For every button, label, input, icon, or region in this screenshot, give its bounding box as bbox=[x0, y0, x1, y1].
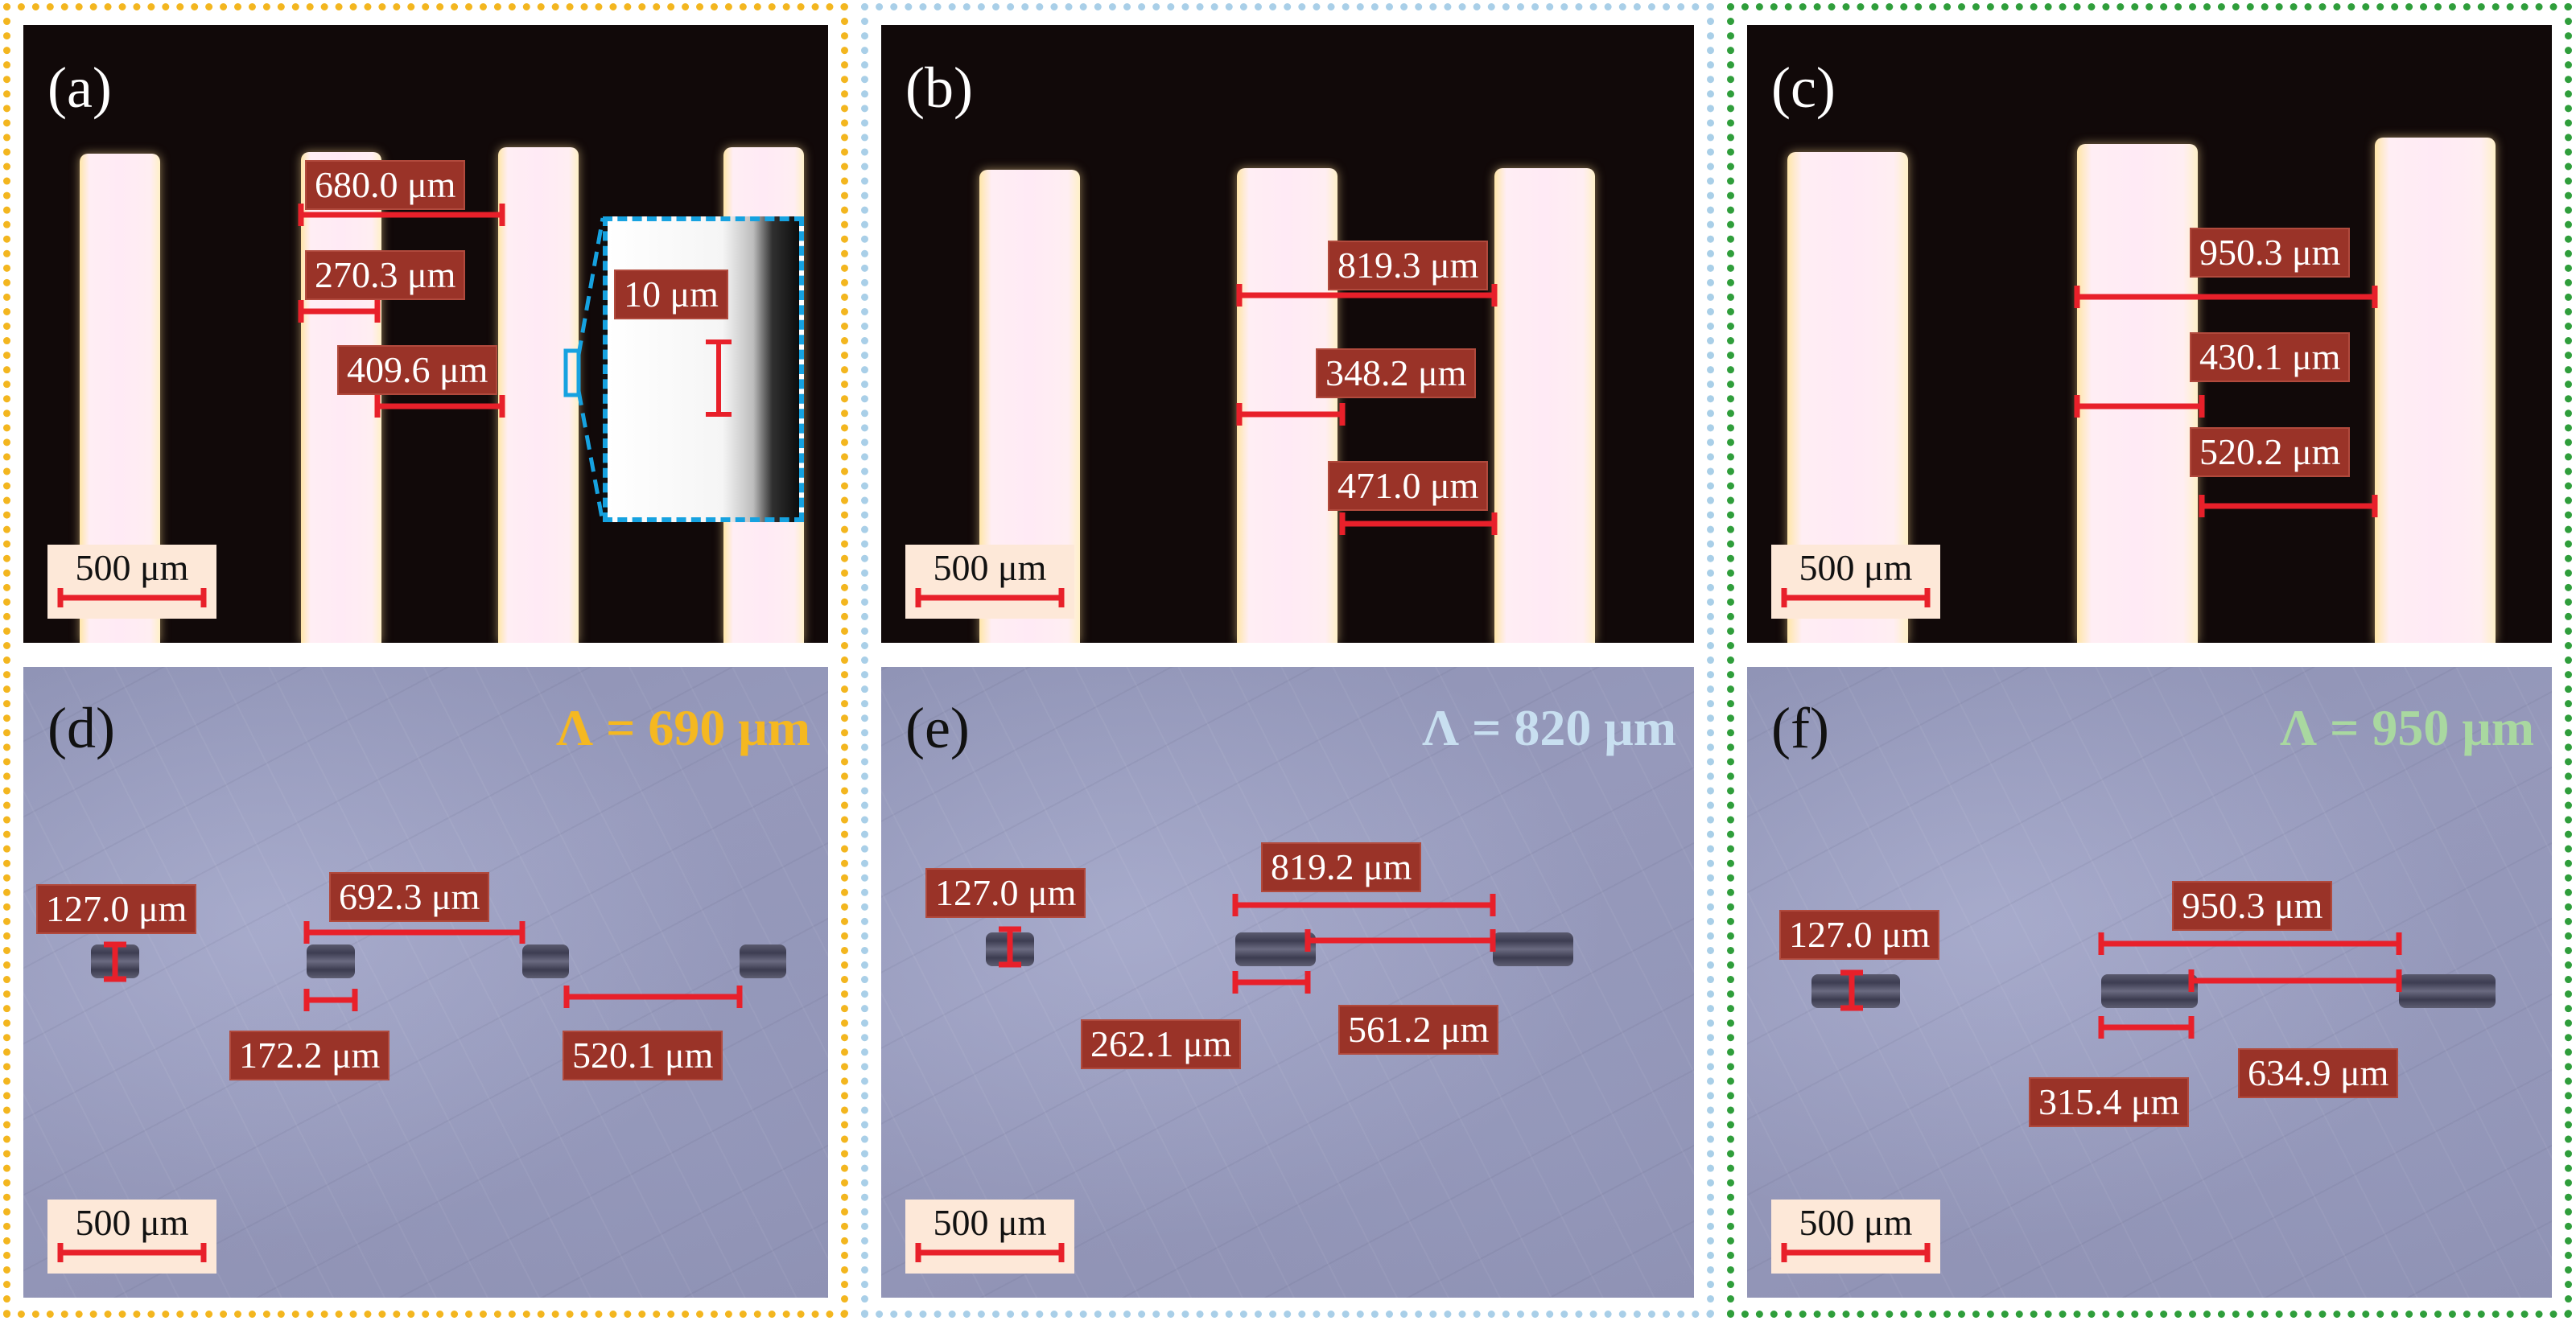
measurement-label: 270.3 μm bbox=[305, 250, 466, 300]
period-label-f: Λ = 950 μm bbox=[2280, 699, 2534, 756]
measurement-lines bbox=[1236, 284, 1498, 535]
panel-label-c: (c) bbox=[1771, 56, 1836, 120]
grating-mark bbox=[1493, 932, 1573, 966]
grating-mark bbox=[2101, 974, 2198, 1008]
grating-mark bbox=[1811, 974, 1900, 1008]
measurement-label: 950.3 μm bbox=[2190, 228, 2351, 278]
measurement-label: 348.2 μm bbox=[1316, 348, 1477, 398]
inset-label: 10 μm bbox=[614, 270, 728, 319]
measurement-label: 819.2 μm bbox=[1261, 842, 1422, 892]
measurement-lines bbox=[2074, 286, 2378, 517]
panel-label-a: (a) bbox=[47, 56, 112, 120]
fiber-image-e: (e) Λ = 820 μm 127.0 μm 819.2 μm 262.1 μ… bbox=[881, 667, 1694, 1298]
scale-bar: 500 μm bbox=[905, 1200, 1074, 1274]
measurement-label: 561.2 μm bbox=[1338, 1005, 1499, 1055]
period-label-e: Λ = 820 μm bbox=[1422, 699, 1676, 756]
measurement-label: 819.3 μm bbox=[1328, 241, 1489, 290]
measurement-label: 315.4 μm bbox=[2029, 1077, 2190, 1127]
grating-mark bbox=[740, 944, 786, 978]
panel-label-b: (b) bbox=[905, 56, 973, 120]
measurement-label: 692.3 μm bbox=[329, 872, 490, 922]
measurement-label: 409.6 μm bbox=[337, 345, 498, 395]
measurement-label: 680.0 μm bbox=[305, 160, 466, 210]
scale-bar: 500 μm bbox=[47, 1200, 216, 1274]
measurement-label: 127.0 μm bbox=[36, 884, 197, 934]
microscope-image-b: (b) 819.3 μm 348.2 μm 471.0 μm 500 μm bbox=[881, 25, 1694, 643]
panel-group-b: (b) 819.3 μm 348.2 μm 471.0 μm 500 μm (e… bbox=[861, 3, 1714, 1318]
measurement-label: 634.9 μm bbox=[2238, 1048, 2399, 1098]
measurement-label: 127.0 μm bbox=[925, 868, 1086, 918]
fiber-image-f: (f) Λ = 950 μm 127.0 μm 950.3 μm 315.4 μ… bbox=[1747, 667, 2552, 1298]
measurement-lines bbox=[999, 894, 1496, 994]
grating-mark bbox=[307, 944, 355, 978]
measurement-label: 127.0 μm bbox=[1779, 910, 1940, 960]
measurement-label: 520.1 μm bbox=[563, 1031, 723, 1080]
scale-bar-label: 500 μm bbox=[933, 547, 1047, 588]
scale-bar-line bbox=[57, 1243, 207, 1262]
inset-scale-marker bbox=[706, 340, 732, 417]
scale-bar-label: 500 μm bbox=[75, 1202, 189, 1243]
fiber-image-d: (d) Λ = 690 μm 127.0 μm 692.3 μm 172.2 μ… bbox=[23, 667, 828, 1298]
scale-bar-line bbox=[1781, 1243, 1931, 1262]
grating-stripe bbox=[2077, 144, 2198, 643]
measurement-label: 950.3 μm bbox=[2172, 881, 2333, 931]
scale-bar-line bbox=[915, 1243, 1065, 1262]
grating-stripe bbox=[301, 152, 381, 643]
panel-label-f: (f) bbox=[1771, 696, 1829, 760]
panel-label-e: (e) bbox=[905, 696, 970, 760]
panel-label-d: (d) bbox=[47, 696, 115, 760]
period-label-d: Λ = 690 μm bbox=[556, 699, 810, 756]
grating-stripe bbox=[1494, 168, 1595, 643]
zoom-inset: 10 μm bbox=[603, 216, 804, 522]
scale-bar: 500 μm bbox=[1771, 545, 1940, 619]
scale-bar-label: 500 μm bbox=[1799, 1202, 1913, 1243]
measurement-label: 172.2 μm bbox=[229, 1031, 390, 1080]
panel-group-c: (c) 950.3 μm 430.1 μm 520.2 μm 500 μm (f… bbox=[1727, 3, 2572, 1318]
scale-bar: 500 μm bbox=[47, 545, 216, 619]
grating-stripe bbox=[1237, 168, 1337, 643]
microscope-image-c: (c) 950.3 μm 430.1 μm 520.2 μm 500 μm bbox=[1747, 25, 2552, 643]
scale-bar-label: 500 μm bbox=[933, 1202, 1047, 1243]
measurement-label: 520.2 μm bbox=[2190, 427, 2351, 477]
measurement-lines bbox=[1840, 932, 2402, 1039]
grating-mark bbox=[2399, 974, 2496, 1008]
measurement-lines bbox=[104, 921, 743, 1011]
scale-bar-line bbox=[57, 588, 207, 607]
panel-group-a: (a) 680.0 μm 270.3 μm 409.6 μm 10 μm 500… bbox=[3, 3, 848, 1318]
grating-mark bbox=[1235, 932, 1316, 966]
measurement-lines bbox=[298, 204, 605, 523]
scale-bar-label: 500 μm bbox=[75, 547, 189, 588]
scale-bar-label: 500 μm bbox=[1799, 547, 1913, 588]
scale-bar: 500 μm bbox=[905, 545, 1074, 619]
measurement-label: 471.0 μm bbox=[1328, 461, 1489, 511]
grating-stripe bbox=[2375, 138, 2496, 643]
scale-bar-line bbox=[1781, 588, 1931, 607]
grating-mark bbox=[522, 944, 569, 978]
scale-bar: 500 μm bbox=[1771, 1200, 1940, 1274]
microscope-image-a: (a) 680.0 μm 270.3 μm 409.6 μm 10 μm 500… bbox=[23, 25, 828, 643]
measurement-label: 430.1 μm bbox=[2190, 332, 2351, 382]
measurement-label: 262.1 μm bbox=[1081, 1019, 1242, 1069]
scale-bar-line bbox=[915, 588, 1065, 607]
